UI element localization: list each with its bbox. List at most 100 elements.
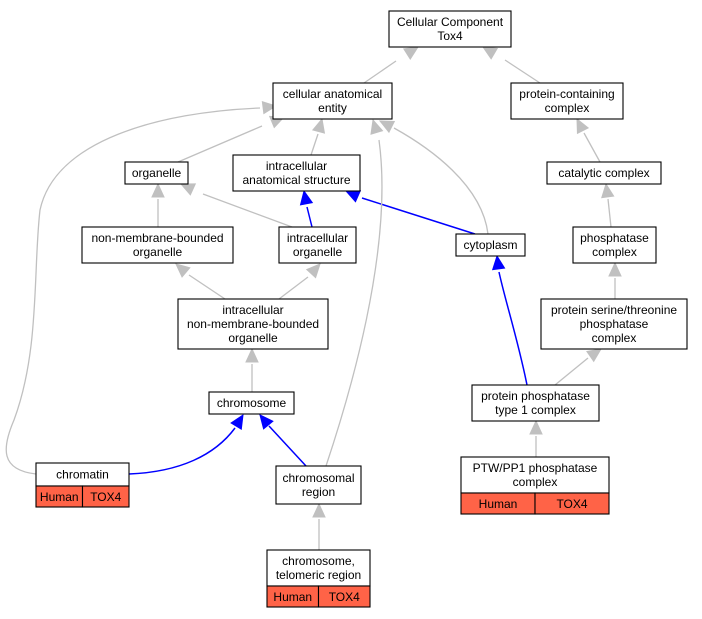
- node-label-line: cellular anatomical: [283, 87, 382, 101]
- is-a-edge-line: [393, 127, 489, 235]
- part-of-edge-line: [498, 271, 528, 386]
- edge-pp1-complex-to-ser-thr-phosphatase-complex: [554, 348, 602, 386]
- gene-cell: [534, 492, 610, 515]
- is-a-arrowhead-icon: [601, 182, 615, 199]
- node-box: [455, 233, 526, 257]
- edge-pp1-complex-to-cytoplasm: [491, 254, 528, 386]
- gene-cell: [81, 485, 130, 508]
- node-label-line: protein phosphatase: [481, 389, 590, 403]
- edge-intracellular-nmb-organelle-to-intracellular-organelle: [278, 263, 321, 300]
- node-label-line: intracellular: [266, 159, 327, 173]
- node-ser-thr-phosphatase-complex[interactable]: protein serine/threoninephosphatasecompl…: [540, 298, 688, 350]
- edge-intracellular-nmb-organelle-to-non-membrane-bounded-organelle: [175, 263, 226, 300]
- gene-cell: [317, 585, 371, 608]
- node-cytoplasm[interactable]: cytoplasm: [455, 233, 526, 257]
- node-box: [177, 298, 329, 350]
- is-a-arrowhead-icon: [378, 120, 396, 134]
- edge-intracellular-organelle-to-intracellular-anatomical-structure: [299, 189, 314, 228]
- node-catalytic-complex[interactable]: catalytic complex: [546, 161, 662, 185]
- species-label: Human: [479, 497, 518, 511]
- node-label-line: chromosome: [217, 396, 287, 410]
- is-a-edge-line: [310, 133, 319, 156]
- node-label-line: cytoplasm: [463, 238, 517, 252]
- node-box: [232, 154, 361, 192]
- species-label: Human: [273, 590, 312, 604]
- part-of-arrowhead-icon: [259, 414, 274, 430]
- node-box: [471, 384, 600, 422]
- is-a-edge-line: [504, 59, 541, 84]
- node-label-line: telomeric region: [276, 568, 361, 582]
- node-box: [510, 82, 624, 120]
- node-label-line: complex: [592, 331, 637, 345]
- node-box: [540, 298, 688, 350]
- node-box: [124, 161, 189, 185]
- node-label-line: intracellular: [222, 303, 283, 317]
- node-chromosome[interactable]: chromosome: [208, 391, 295, 415]
- is-a-edge-line: [5, 107, 261, 475]
- node-box: [278, 226, 357, 264]
- node-box: [266, 549, 371, 587]
- is-a-arrowhead-icon: [151, 182, 165, 198]
- node-label-line: phosphatase: [580, 231, 649, 245]
- edge-catalytic-complex-to-protein-containing-complex: [576, 117, 601, 163]
- node-label-line: Cellular Component: [397, 15, 504, 29]
- part-of-arrowhead-icon: [344, 190, 362, 203]
- is-a-edge-line: [583, 132, 601, 163]
- node-box: [81, 226, 234, 264]
- is-a-arrowhead-icon: [261, 100, 278, 115]
- edge-cellular-anatomical-entity-to-root: [363, 46, 420, 84]
- part-of-arrowhead-icon: [230, 413, 244, 431]
- node-label-line: phosphatase: [580, 317, 649, 331]
- is-a-edge-line: [202, 193, 293, 228]
- is-a-arrowhead-icon: [179, 183, 197, 196]
- node-label-line: organelle: [293, 245, 343, 259]
- is-a-arrowhead-icon: [370, 118, 384, 135]
- node-intracellular-nmb-organelle[interactable]: intracellularnon-membrane-boundedorganel…: [177, 298, 329, 350]
- is-a-arrowhead-icon: [608, 261, 622, 277]
- is-a-edge-line: [188, 274, 226, 300]
- node-label-line: organelle: [132, 166, 182, 180]
- is-a-arrowhead-icon: [305, 263, 321, 279]
- edge-chromosome-to-intracellular-nmb-organelle: [245, 347, 259, 392]
- node-label-line: organelle: [133, 245, 183, 259]
- edge-cytoplasm-to-intracellular-anatomical-structure: [344, 190, 476, 235]
- is-a-arrowhead-icon: [311, 117, 326, 134]
- edge-intracellular-anatomical-structure-to-cellular-anatomical-entity: [310, 117, 326, 156]
- node-box: [272, 82, 393, 120]
- is-a-arrowhead-icon: [586, 348, 602, 363]
- edge-non-membrane-bounded-organelle-to-organelle: [151, 182, 165, 227]
- node-box: [208, 391, 295, 415]
- node-label-line: catalytic complex: [558, 166, 649, 180]
- part-of-arrowhead-icon: [491, 254, 506, 271]
- node-label-line: region: [302, 485, 335, 499]
- node-label-line: protein serine/threonine: [551, 303, 677, 317]
- node-label-line: complex: [592, 245, 637, 259]
- is-a-arrowhead-icon: [529, 419, 543, 435]
- node-label-line: organelle: [228, 331, 278, 345]
- gene-label: TOX4: [556, 497, 587, 511]
- node-label-line: chromatin: [56, 468, 109, 482]
- is-a-arrowhead-icon: [402, 46, 420, 60]
- edges-layer: [5, 46, 622, 550]
- node-label-line: complex: [545, 101, 590, 115]
- part-of-edge-line: [306, 206, 313, 228]
- node-box: [275, 465, 362, 505]
- node-organelle[interactable]: organelle: [124, 161, 189, 185]
- edge-cytoplasm-to-cellular-anatomical-entity: [378, 120, 489, 235]
- is-a-edge-line: [177, 125, 263, 163]
- edge-telomeric-region-to-chromosomal-region: [312, 502, 326, 550]
